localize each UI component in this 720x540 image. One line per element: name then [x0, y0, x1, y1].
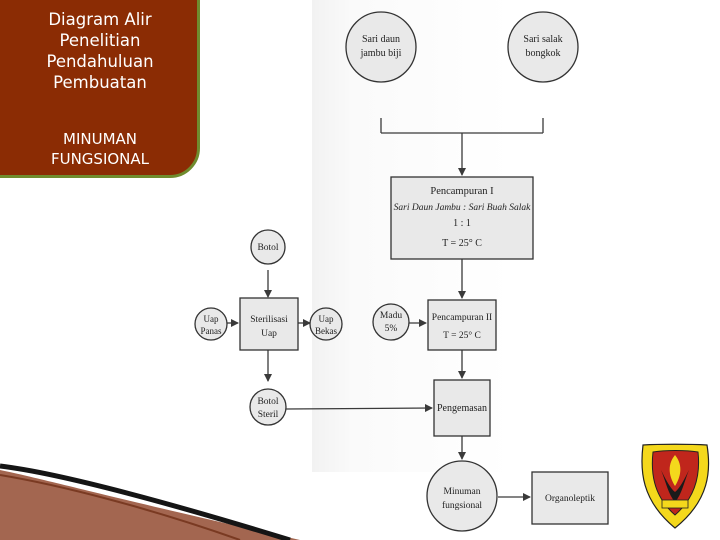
label-uap-panas-2: Panas	[201, 326, 222, 336]
swoosh-line	[0, 463, 291, 540]
node-minuman	[426, 460, 498, 532]
label-uap-bekas-2: Bekas	[315, 326, 337, 336]
label-pencampuran1-4: T = 25° C	[442, 238, 482, 249]
label-uap-panas-1: Uap	[204, 314, 219, 324]
swoosh-line-2	[0, 474, 241, 540]
label-pencampuran1-3: 1 : 1	[453, 218, 471, 229]
label-botol-steril-2: Steril	[258, 410, 279, 420]
swoosh-fill	[0, 470, 300, 540]
label-minuman-2: fungsional	[442, 500, 482, 511]
label-sari-salak-1: Sari salak	[523, 34, 562, 45]
label-organoleptik: Organoleptik	[545, 494, 595, 504]
label-pencampuran2-2: T = 25° C	[443, 330, 481, 341]
title-line-6: FUNGSIONAL	[50, 150, 150, 168]
label-sterilisasi-2: Uap	[261, 329, 277, 339]
title-bottom: MINUMAN FUNGSIONAL	[3, 129, 197, 169]
node-sari-daun	[345, 11, 417, 83]
node-pengemasan	[433, 379, 491, 437]
node-organoleptik	[531, 471, 609, 525]
label-madu-2: 5%	[385, 324, 398, 334]
label-pencampuran1-2: Sari Daun Jambu : Sari Buah Salak	[394, 203, 531, 213]
title-top: Diagram Alir Penelitian Pendahuluan Pemb…	[3, 9, 197, 93]
shapes	[194, 11, 609, 532]
label-pengemasan: Pengemasan	[437, 403, 487, 414]
connectors	[226, 118, 544, 501]
title-line-5: MINUMAN	[63, 130, 137, 148]
title-line-2: Penelitian	[59, 31, 141, 50]
title-line-3: Pendahuluan	[46, 52, 154, 71]
label-botol-steril-1: Botol	[257, 397, 278, 407]
title-line-4: Pembuatan	[53, 73, 147, 92]
label-sari-daun-2: jambu biji	[360, 48, 402, 59]
label-botol: Botol	[257, 243, 278, 253]
node-uap-bekas	[309, 307, 343, 341]
node-sterilisasi	[239, 297, 299, 351]
node-pencampuran-1	[390, 176, 534, 260]
node-labels: Sari daun jambu biji Sari salak bongkok …	[201, 34, 596, 511]
node-sari-salak	[507, 11, 579, 83]
label-pencampuran2-1: Pencampuran II	[432, 313, 492, 323]
label-sari-daun-1: Sari daun	[362, 34, 400, 45]
node-botol-steril	[249, 388, 287, 426]
node-madu	[372, 303, 410, 341]
node-uap-panas	[194, 307, 228, 341]
title-box: Diagram Alir Penelitian Pendahuluan Pemb…	[0, 0, 200, 178]
node-pencampuran-2	[427, 299, 497, 351]
label-sterilisasi-1: Sterilisasi	[250, 315, 288, 325]
label-sari-salak-2: bongkok	[526, 48, 561, 59]
label-pencampuran1-1: Pencampuran I	[430, 186, 494, 197]
label-madu-1: Madu	[380, 311, 402, 321]
title-line-1: Diagram Alir	[48, 10, 152, 29]
label-minuman-1: Minuman	[444, 487, 481, 497]
label-uap-bekas-1: Uap	[319, 314, 334, 324]
node-botol	[250, 229, 286, 265]
arrow-to-pengemasan-2	[285, 404, 433, 413]
